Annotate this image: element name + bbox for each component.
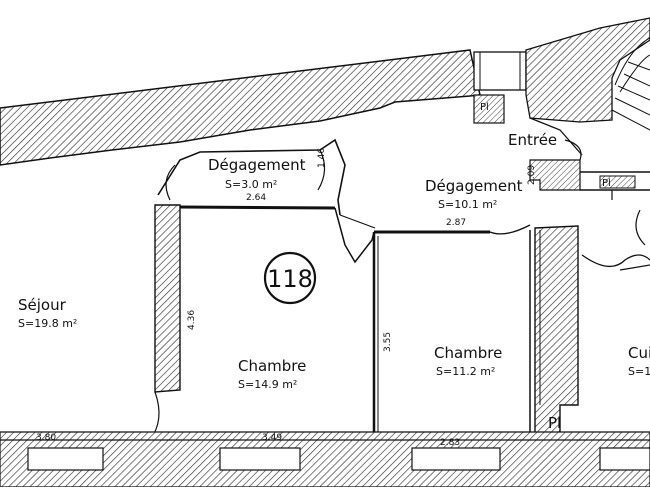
room-name-sejour: Séjour [18, 296, 67, 314]
room-area-chambre2: S=11.2 m² [436, 365, 495, 378]
dim-degagement-small-width: 2.64 [246, 193, 266, 203]
top-wall [0, 49, 481, 166]
dim-sejour-width: 3.80 [36, 433, 56, 443]
bottom-wall [0, 431, 650, 487]
room-name-degagement-small: Dégagement [208, 156, 306, 174]
entree-wall [529, 159, 581, 191]
dim-chambre2-height: 3.55 [383, 332, 393, 352]
room-name-degagement-large: Dégagement [425, 177, 523, 195]
dim-degagement-small-depth: 1.46 [317, 148, 327, 168]
staircase [611, 37, 650, 131]
room-name-chambre1: Chambre [238, 357, 306, 375]
pl-marker-bottom: Pl [548, 414, 561, 432]
dim-degagement-large-width: 2.87 [446, 218, 466, 228]
dim-chambre1-width: 3.49 [262, 433, 282, 443]
top-window [473, 51, 527, 91]
chambre2-right-wall [534, 225, 579, 441]
bottom-windows [27, 447, 650, 471]
pillar-top [473, 94, 505, 124]
room-name-chambre2: Chambre [434, 344, 502, 362]
pl-marker-top: Pl [480, 102, 489, 113]
room-name-entree: Entrée [508, 131, 557, 149]
room-area-degagement-large: S=10.1 m² [438, 198, 497, 211]
room-area-sejour: S=19.8 m² [18, 317, 77, 330]
unit-number: 118 [267, 265, 313, 293]
room-name-cuisine: Cui [628, 344, 650, 362]
dim-entree-depth: 2.09 [527, 165, 537, 185]
degagement-small-outline [157, 138, 346, 216]
room-area-chambre1: S=14.9 m² [238, 378, 297, 391]
upper-right-wall [525, 17, 650, 123]
chambre1-left-wall [154, 204, 181, 393]
room-area-cuisine: S=1 [628, 365, 650, 378]
unit-number-circle [263, 251, 317, 305]
pl-marker-entree: Pl [602, 178, 611, 189]
room-area-degagement-small: S=3.0 m² [225, 178, 277, 191]
dim-chambre2-width: 2.83 [440, 438, 460, 448]
dim-chambre1-height: 4.36 [187, 310, 197, 330]
